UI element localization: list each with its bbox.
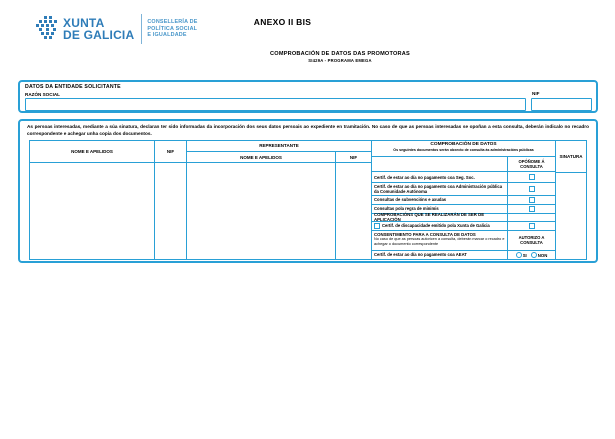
discapacidade-row: Certif. de discapacidade emitido pola Xu…	[372, 221, 508, 230]
rep-nif-fill-cell[interactable]	[336, 163, 371, 259]
data-check-box: As persoas interesadas, mediante a súa s…	[18, 119, 598, 263]
column-nome: NOME E APELIDOS	[30, 141, 155, 259]
logo-divider	[141, 14, 143, 44]
comprobacion-title: COMPROBACIÓN DE DATOS	[430, 142, 497, 147]
header-nif: NIF	[155, 141, 186, 163]
opponome-checkbox-discapacidade[interactable]	[528, 222, 535, 229]
razon-social-label: RAZÓN SOCIAL	[25, 92, 60, 97]
nome-fill-cell[interactable]	[30, 163, 154, 259]
header-opponome: OPÓÑOME Á CONSULTA	[518, 158, 545, 169]
aeat-option-yes[interactable]: SI	[515, 252, 527, 259]
data-check-table: NOME E APELIDOS NIF REPRESENTANTE NOME E…	[29, 140, 587, 260]
discapacidade-label: Certif. de discapacidade emitido pola Xu…	[382, 223, 490, 229]
radio-non-icon[interactable]	[530, 252, 537, 259]
check-row-label: Consultas pola regra de minimis	[372, 204, 508, 213]
department-text: CONSELLERÍA DE POLÍTICA SOCIAL E IGUALDA…	[147, 18, 198, 39]
header-nome: NOME E APELIDOS	[30, 141, 154, 163]
consent-notice-text: As persoas interesadas, mediante a súa s…	[27, 124, 589, 136]
aplicacion-section-title: COMPROBACIÓNS QUE SE REALIZARÁN DE SER D…	[372, 212, 508, 222]
rep-nome-fill-cell[interactable]	[187, 163, 336, 259]
aplicacion-empty-cell	[508, 214, 555, 221]
check-row-label: Certif. de estar ao día no pagamento coa…	[372, 172, 508, 183]
opponome-checkbox-subvencions[interactable]	[528, 196, 535, 203]
form-title-block: COMPROBACIÓN DE DATOS DAS PROMOTORAS SI4…	[65, 51, 615, 63]
opponome-checkbox-segsoc[interactable]	[528, 174, 535, 181]
discapacidade-applies-checkbox[interactable]	[374, 222, 380, 229]
aeat-row-label: Certif. de estar ao día no pagamento coa…	[372, 251, 508, 260]
radio-si-label: SI	[522, 252, 527, 258]
column-comprobacion: COMPROBACIÓN DE DATOS Os seguintes docum…	[372, 141, 556, 260]
header-sinatura: SINATURA	[556, 141, 586, 173]
nif-fill-cell[interactable]	[155, 163, 186, 259]
header-rep-nome: NOME E APELIDOS	[187, 152, 336, 163]
comprobacion-subtitle: Os seguintes documentos serán obxecto de…	[393, 148, 534, 152]
aeat-consent-radios: SI NON	[508, 251, 555, 259]
column-sinatura: SINATURA	[556, 141, 586, 259]
radio-non-label: NON	[537, 252, 548, 258]
consent-title: CONSENTIMENTO PARA A CONSULTA DE DATOS	[374, 231, 476, 237]
column-representante: REPRESENTANTE NOME E APELIDOS NIF	[187, 141, 372, 259]
column-nif: NIF	[155, 141, 187, 259]
header-rep-nif: NIF	[349, 154, 358, 160]
check-row-label: Consultas de subvencións e axudas	[372, 196, 508, 204]
consent-text: No caso de que as persoas autoricen a co…	[374, 237, 505, 246]
opponome-checkbox-admon[interactable]	[528, 186, 535, 193]
check-row-label: Certif. de estar ao día no pagamento coa…	[372, 183, 508, 196]
opponome-checkbox-minimis[interactable]	[528, 205, 535, 212]
xunta-galicia-logo: XUNTA DE GALICIA CONSELLERÍA DE POLÍTICA…	[36, 14, 198, 44]
nif-label: NIF	[532, 91, 540, 96]
nif-input[interactable]	[531, 98, 592, 111]
radio-si-icon[interactable]	[515, 252, 522, 259]
form-title: COMPROBACIÓN DE DATOS DAS PROMOTORAS	[270, 51, 410, 57]
razon-social-input[interactable]	[25, 98, 526, 111]
xunta-emblem-icon	[36, 16, 58, 42]
procedure-code: SI429A - PROGRAMA EMEGA	[308, 58, 372, 63]
header-representante: REPRESENTANTE	[187, 141, 371, 152]
brand-text: XUNTA DE GALICIA	[63, 15, 135, 42]
applicant-data-box: DATOS DA ENTIDADE SOLICITANTE RAZÓN SOCI…	[18, 80, 598, 113]
page-title: ANEXO II BIS	[253, 17, 312, 27]
consent-section-cell: CONSENTIMENTO PARA A CONSULTA DE DATOS N…	[372, 230, 508, 251]
aeat-option-no[interactable]: NON	[530, 252, 548, 259]
applicant-section-heading: DATOS DA ENTIDADE SOLICITANTE	[25, 84, 121, 90]
sinatura-fill-cell[interactable]	[556, 173, 586, 259]
header-autorizo: AUTORIZO A CONSULTA	[518, 235, 545, 246]
comprobacion-spacer-cell	[372, 156, 508, 172]
comprobacion-header: COMPROBACIÓN DE DATOS Os seguintes docum…	[372, 141, 555, 157]
